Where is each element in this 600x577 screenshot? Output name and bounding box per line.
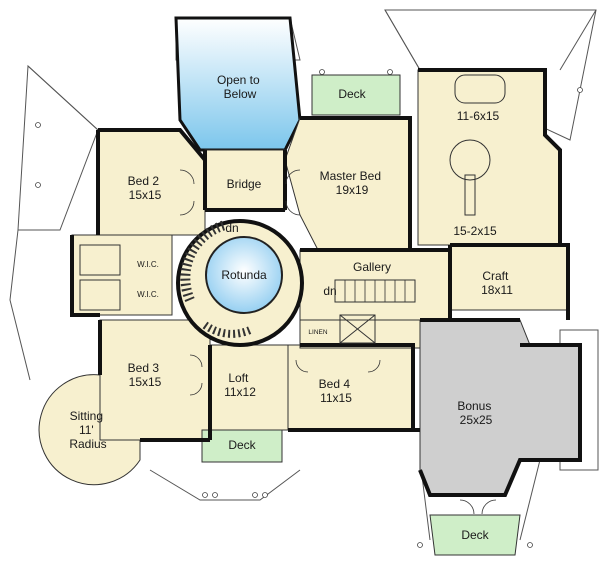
bed3-label: Bed 3 15x15: [128, 361, 163, 389]
spiral-stair: [180, 220, 252, 338]
bed2-line2: 15x15: [129, 188, 162, 202]
room-fills: [38, 69, 569, 486]
deck-top-area: [311, 74, 401, 116]
craft-label: Craft 18x11: [481, 269, 513, 297]
bed4-line2: 11x15: [320, 391, 352, 405]
rotunda-label: Rotunda: [221, 268, 267, 282]
door-swings: [179, 169, 497, 515]
columns: [35, 69, 583, 548]
craft-line1: Craft: [482, 269, 509, 283]
open-to-below-label: Open to Below: [217, 73, 263, 101]
sitting-label: Sitting 11' Radius: [69, 409, 106, 451]
fixtures: [79, 74, 506, 344]
bed2-line1: Bed 2: [128, 174, 160, 188]
bed3-line2: 15x15: [129, 375, 162, 389]
bonus-label: Bonus 25x25: [457, 399, 494, 427]
gallery-label: Gallery: [353, 260, 391, 274]
loft-line1: Loft: [228, 371, 249, 385]
deck-bottom-label: Deck: [228, 438, 256, 452]
bridge-label: Bridge: [227, 177, 262, 191]
deck-top-label: Deck: [338, 87, 366, 101]
bed3-line1: Bed 3: [128, 361, 160, 375]
gallery-dn-label: dn: [323, 284, 336, 298]
bonus-line2: 25x25: [460, 413, 493, 427]
linen-label: LINEN: [308, 329, 327, 336]
master-bed-label: Master Bed 19x19: [320, 169, 385, 197]
bed2-label: Bed 2 15x15: [128, 174, 163, 202]
walls: [70, 68, 582, 497]
deck-right-area: [429, 514, 521, 556]
master-bath-label: 11-6x15: [457, 109, 500, 123]
open-to-below-line2: Below: [224, 87, 257, 101]
sitting-line2: 11': [79, 423, 94, 437]
rotunda-dn-label: dn: [225, 221, 238, 235]
sitting-line1: Sitting: [70, 409, 103, 423]
sitting-line3: Radius: [69, 437, 106, 451]
open-to-below-line1: Open to: [217, 73, 260, 87]
bed4-line1: Bed 4: [319, 377, 351, 391]
loft-label: Loft 11x12: [224, 371, 256, 399]
master-bed-line1: Master Bed: [320, 169, 381, 183]
deck-bottom-area: [201, 429, 283, 463]
wic2-label: W.I.C.: [137, 290, 159, 299]
bonus-line1: Bonus: [457, 399, 491, 413]
loft-line2: 11x12: [224, 385, 256, 399]
master-bed-line2: 19x19: [336, 183, 369, 197]
gallery-stair: [334, 279, 416, 303]
craft-line2: 18x11: [481, 283, 513, 297]
deck-right-label: Deck: [461, 528, 489, 542]
closet-label: 15-2x15: [453, 224, 497, 238]
wic1-label: W.I.C.: [137, 260, 159, 269]
rotunda-open-well: [205, 236, 283, 314]
bed4-label: Bed 4 11x15: [319, 377, 354, 405]
